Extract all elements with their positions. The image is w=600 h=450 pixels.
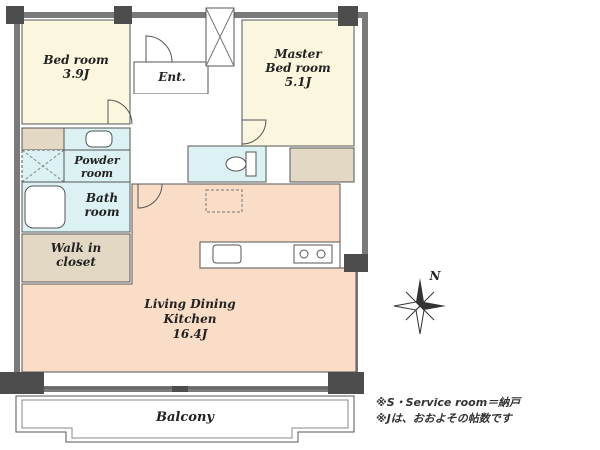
master-name-2: Bed room <box>265 60 331 75</box>
ldk-name-1: Living Dining <box>144 297 236 311</box>
compass-north-label: N <box>429 269 441 283</box>
walk-in-closet-area <box>21 233 131 283</box>
master-bedroom-area <box>241 19 355 147</box>
shoe-closet-cross-b <box>205 7 235 67</box>
washbasin <box>85 130 113 148</box>
column-top-middle <box>114 6 132 24</box>
balcony-inner-outline <box>21 399 349 439</box>
master-closet <box>289 147 355 183</box>
burner-right <box>316 249 326 259</box>
laundry-pan-cross-b <box>21 149 65 183</box>
bath-name-2: room <box>84 204 120 219</box>
entrance-door <box>145 35 173 63</box>
bedroom-area <box>21 19 131 125</box>
bedroom-size: 3.9J <box>62 66 90 81</box>
column-top-right <box>338 6 358 26</box>
bath-name-1: Bath <box>85 191 119 205</box>
master-name-1: Master <box>274 47 322 61</box>
ldk-name-2: Kitchen <box>163 312 217 326</box>
note-tatami-size: ※Jは、おおよその帖数です <box>376 412 512 425</box>
entrance-label: Ent. <box>158 70 186 84</box>
master-door <box>241 119 267 145</box>
walkin-name-2: closet <box>56 254 96 269</box>
toilet-bowl <box>225 156 247 172</box>
powder-name-2: room <box>80 166 114 180</box>
bedroom-name: Bed room <box>43 53 109 67</box>
note-service-room: ※S・Service room＝納戸 <box>376 396 521 409</box>
bedroom-door <box>107 99 133 125</box>
linen-closet <box>21 127 65 151</box>
column-bottom-left <box>0 372 44 394</box>
fridge-space <box>205 189 243 213</box>
ldk-door <box>137 183 163 209</box>
compass-rose-icon <box>393 278 446 335</box>
kitchen-sink <box>212 244 242 264</box>
balcony-label: Balcony <box>156 410 214 425</box>
toilet-tank <box>245 151 257 177</box>
walkin-name-1: Walk in <box>50 241 102 255</box>
master-size: 5.1J <box>284 74 312 89</box>
gas-stove <box>293 244 333 264</box>
burner-left <box>299 249 309 259</box>
ldk-size: 16.4J <box>172 327 208 341</box>
balcony-sash-marker <box>172 386 188 392</box>
powder-name-1: Powder <box>74 154 120 167</box>
column-right-mid <box>344 254 368 272</box>
balcony-outline <box>15 395 355 443</box>
entrance-area <box>133 61 209 95</box>
bathtub <box>24 185 66 229</box>
column-top-left <box>6 6 24 24</box>
column-bottom-right <box>328 372 364 394</box>
